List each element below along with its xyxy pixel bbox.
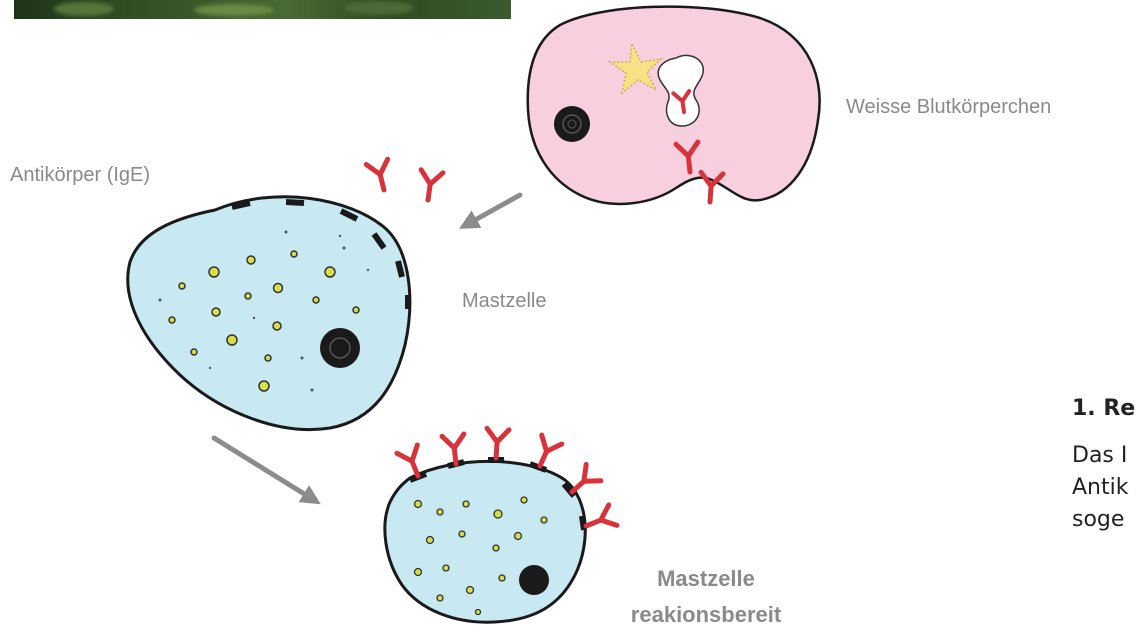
- arrow-to-mast-cell: [466, 195, 520, 225]
- side-text-line: soge: [1072, 507, 1138, 532]
- mast-cell-membrane: [128, 197, 410, 430]
- label-white-blood-cell: Weisse Blutkörperchen: [846, 96, 1051, 118]
- free-antibody: [417, 170, 443, 202]
- label-mast-cell: Mastzelle: [462, 290, 546, 312]
- receptor-mark: [286, 202, 304, 203]
- ready-mast-cell-nucleus: [519, 565, 549, 595]
- label-mast-cell-ready-line1: Mastzelle: [657, 566, 755, 591]
- side-text-line: Das I: [1072, 443, 1138, 468]
- bound-antibody: [485, 428, 509, 458]
- side-text-line: Antik: [1072, 475, 1138, 500]
- ready-mast-cell-membrane: [385, 461, 585, 622]
- white-blood-cell: [528, 7, 820, 204]
- side-heading: 1. Re: [1072, 396, 1138, 421]
- arrow-to-ready-mast-cell: [214, 438, 314, 500]
- free-antibody: [366, 159, 394, 192]
- ready-mast-cell: [385, 428, 617, 622]
- mast-cell-nucleus: [320, 328, 360, 368]
- receptor-mark: [582, 516, 584, 530]
- receptor-mark: [232, 203, 250, 207]
- label-antibody: Antikörper (IgE): [10, 164, 150, 186]
- white-cell-nucleus: [554, 106, 590, 142]
- label-mast-cell-ready-line2: reakionsbereit: [631, 602, 782, 627]
- receptor-mark: [398, 261, 402, 277]
- bound-antibody: [582, 505, 617, 536]
- mast-cell: [128, 197, 410, 430]
